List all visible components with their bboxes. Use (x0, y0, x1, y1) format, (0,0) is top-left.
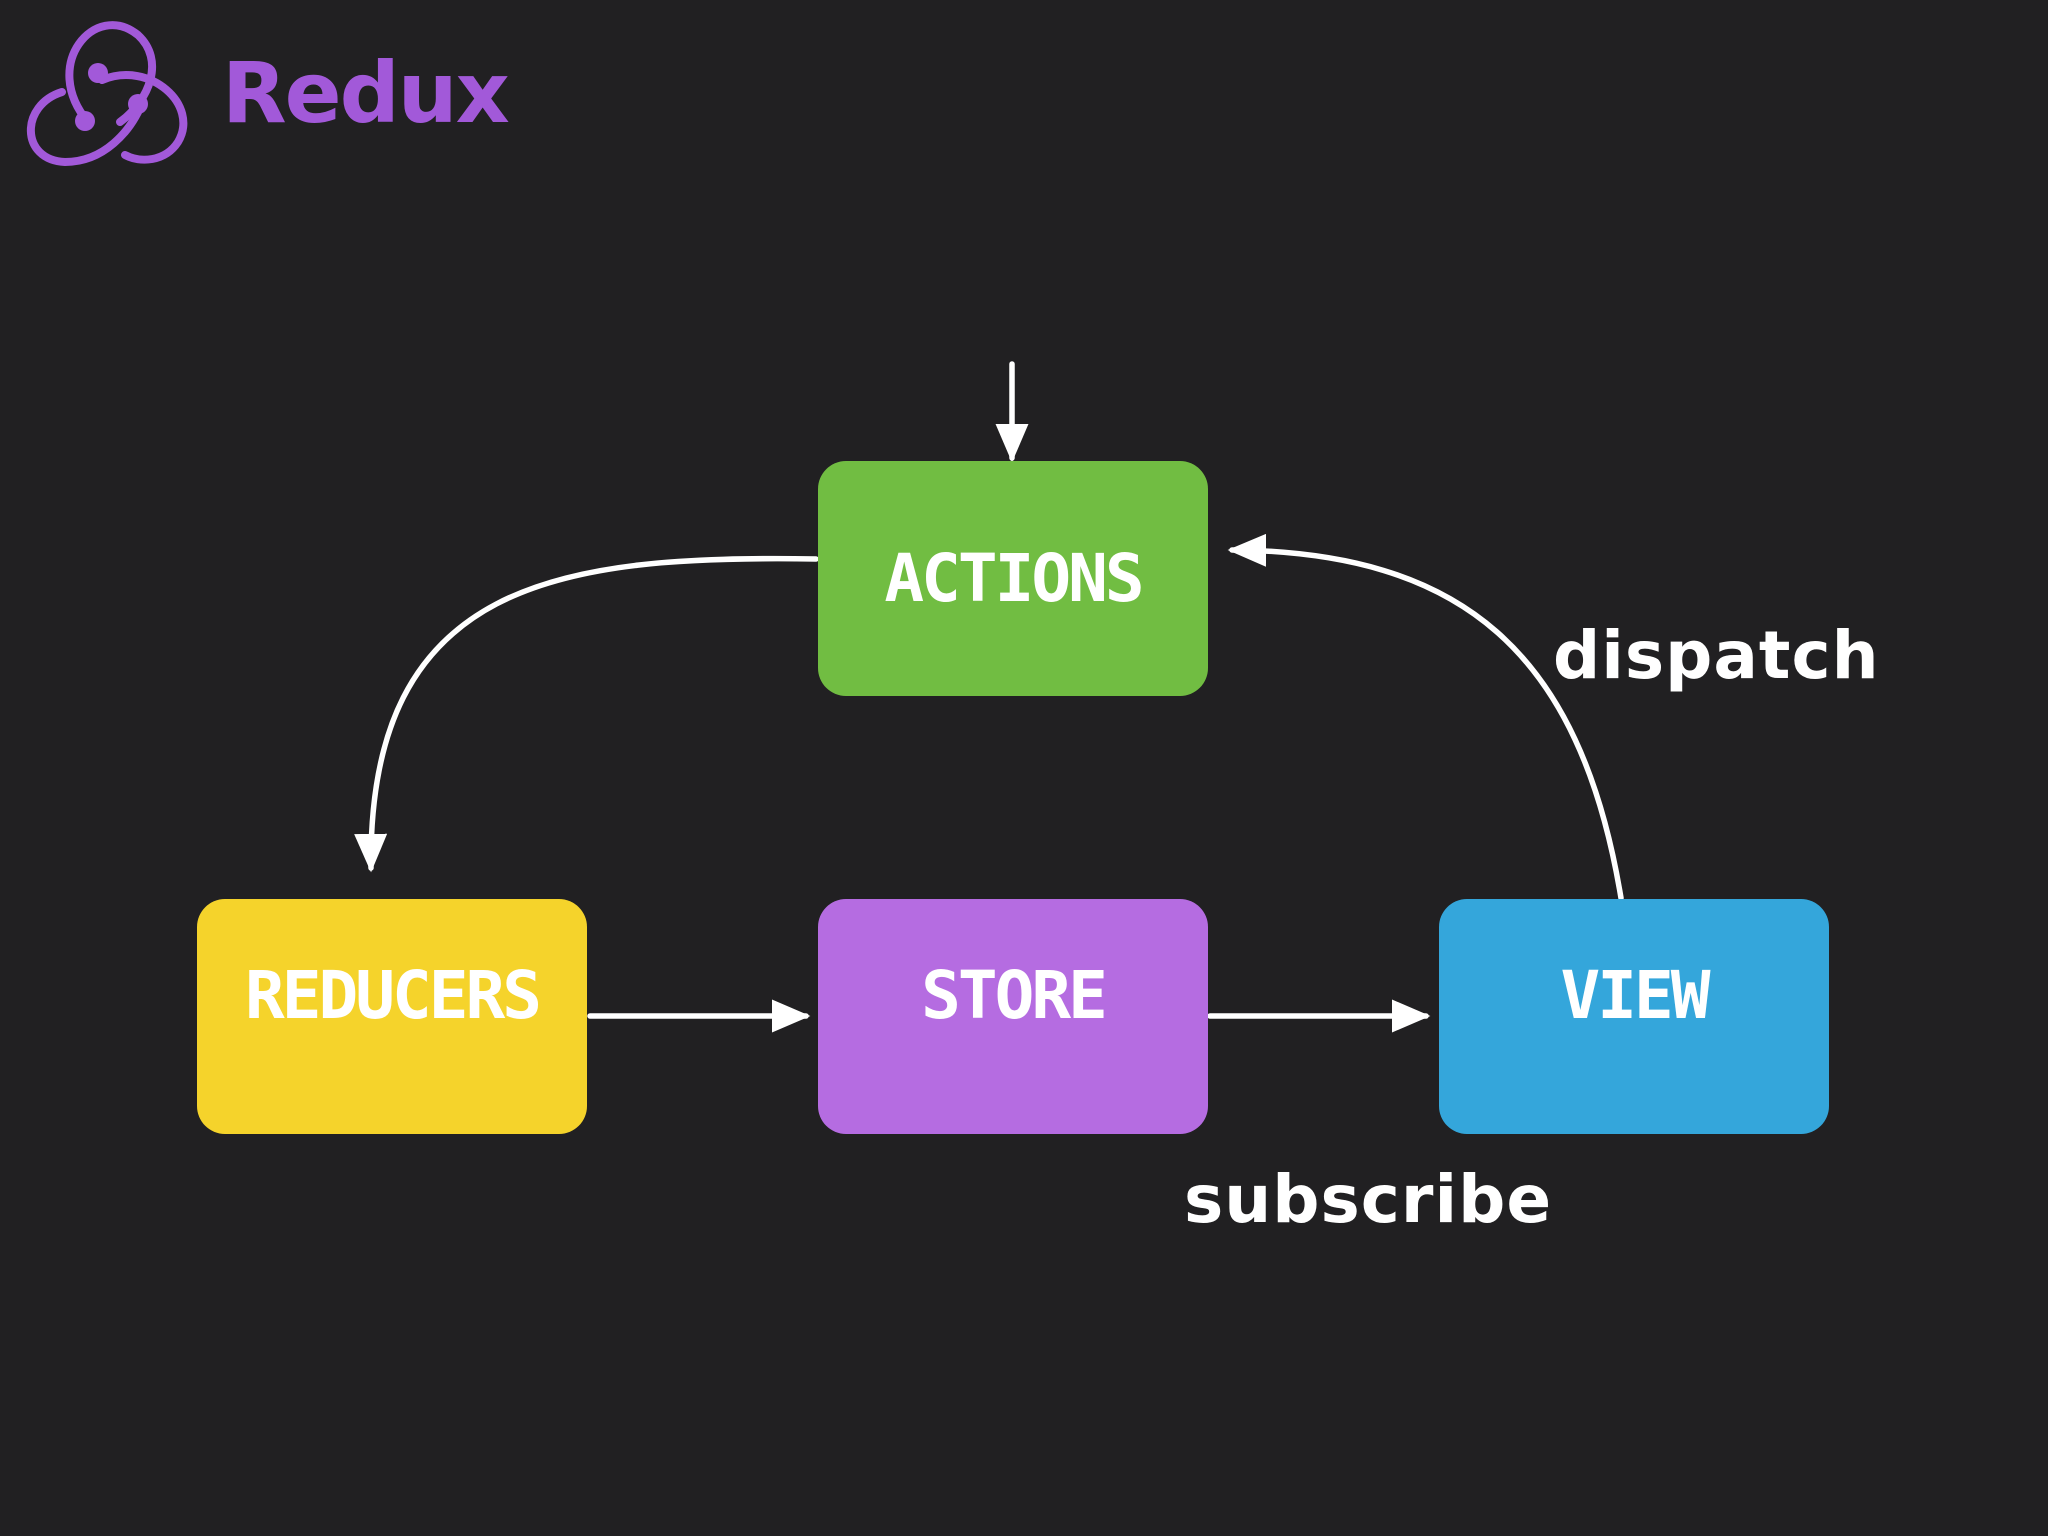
node-reducers-box (197, 899, 587, 1134)
brand-name: Redux (222, 44, 509, 142)
node-store-box (818, 899, 1208, 1134)
node-store: STORE (818, 899, 1208, 1134)
node-actions-box (818, 461, 1208, 696)
node-actions-label: ACTIONS (884, 540, 1141, 617)
node-view-label: VIEW (1561, 957, 1711, 1034)
brand-header: Redux (26, 21, 511, 167)
node-view: VIEW (1439, 899, 1829, 1134)
dispatch-label: dispatch (1553, 617, 1880, 694)
arrow-actions-to-reducers (354, 555, 819, 873)
node-reducers: REDUCERS (197, 899, 587, 1134)
node-actions: ACTIONS (818, 461, 1208, 696)
flow-arrows (354, 361, 1624, 1033)
node-reducers-label: REDUCERS (245, 957, 539, 1034)
node-view-box (1439, 899, 1829, 1134)
arrow-view-to-actions (1227, 533, 1624, 901)
subscribe-label: subscribe (1184, 1161, 1552, 1238)
node-store-label: STORE (921, 957, 1105, 1034)
redux-logo-icon (26, 21, 188, 167)
